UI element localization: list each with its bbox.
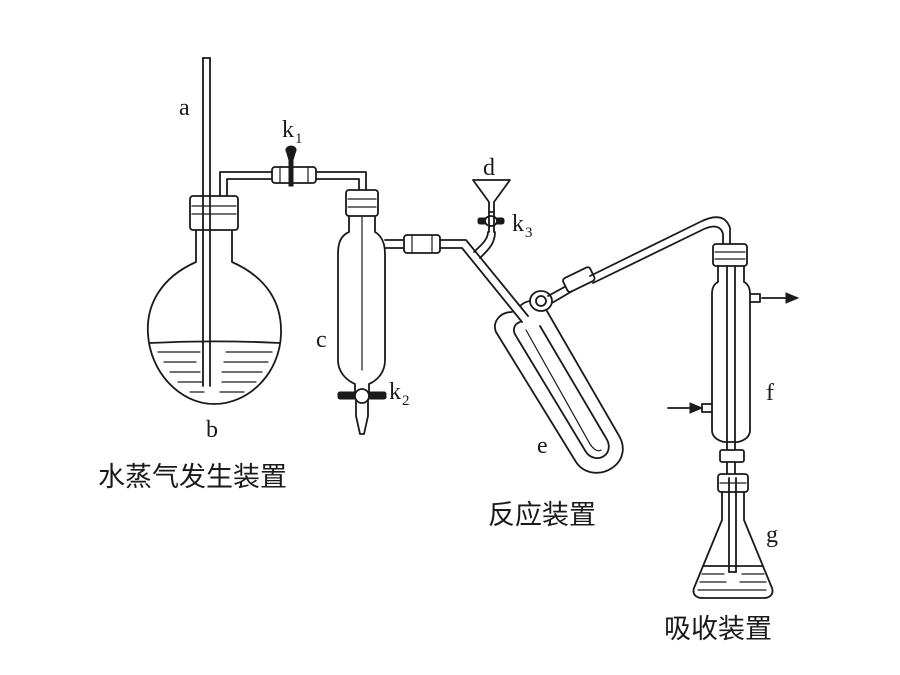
label-g: g [766, 522, 778, 548]
label-e: e [537, 433, 548, 459]
conical-flask-g [692, 473, 774, 599]
label-k2-sub: 2 [402, 393, 410, 409]
label-c: c [316, 327, 327, 353]
label-b: b [206, 417, 218, 443]
label-f: f [766, 380, 774, 406]
label-k1-base: k [282, 117, 294, 143]
label-a: a [179, 95, 190, 121]
condenser-f [667, 243, 800, 479]
reaction-vessel-e [494, 290, 624, 474]
label-k3-sub: 3 [525, 225, 533, 241]
label-k1-sub: 1 [295, 131, 303, 147]
funnel-d [472, 179, 511, 233]
trap-tube-c [337, 189, 407, 435]
label-k1: k1 [282, 117, 303, 147]
label-k2-base: k [389, 379, 401, 405]
caption-absorption: 吸收装置 [664, 614, 772, 645]
label-k3-base: k [512, 211, 524, 237]
label-k3: k3 [512, 211, 533, 241]
label-k2: k2 [389, 379, 410, 409]
label-d: d [483, 155, 495, 181]
outlet-to-condenser [547, 216, 731, 304]
caption-reaction: 反应装置 [488, 500, 596, 531]
connector-tubes [403, 231, 529, 323]
stopcock-k1 [271, 145, 367, 191]
round-bottom-flask [146, 57, 282, 405]
caption-steam-generator: 水蒸气发生装置 [98, 462, 287, 493]
